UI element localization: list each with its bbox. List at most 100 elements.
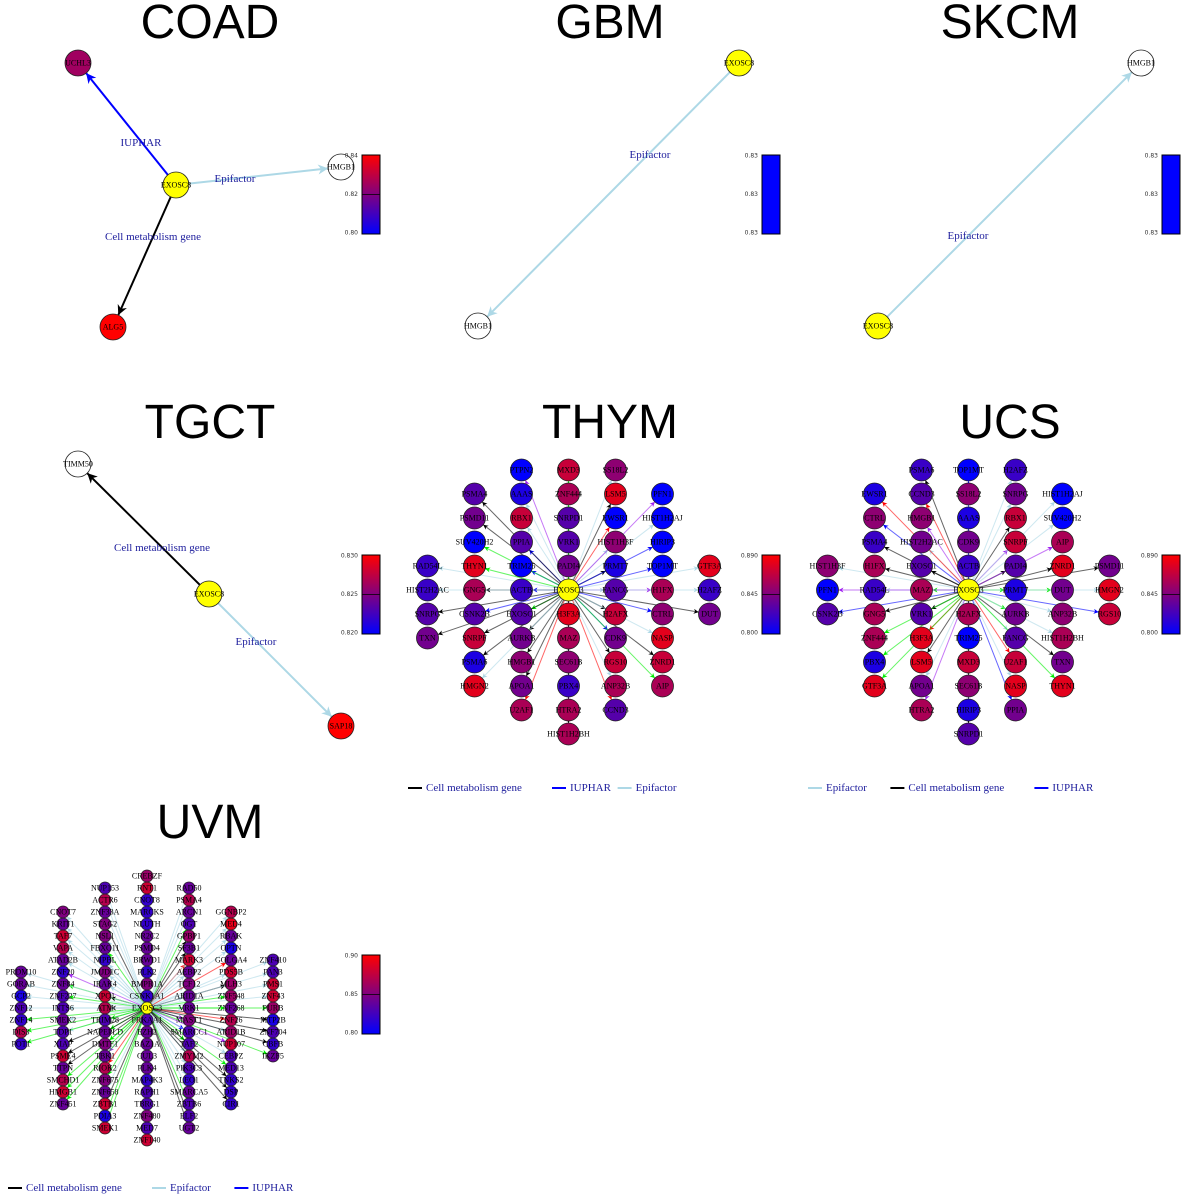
node-znrd1[interactable]: ZNRD1 [650,650,676,674]
node-rad50[interactable]: RAD50 [177,881,202,895]
node-pdia3[interactable]: PDIA3 [94,1109,117,1123]
node-sec61b[interactable]: SEC61B [954,674,983,698]
node-csnk1a1[interactable]: CSNK1A1 [129,989,165,1003]
node-aaas[interactable]: AAAS [957,506,980,530]
node-aurkb[interactable]: AURKB [1001,602,1030,626]
node-taf7[interactable]: TAF7 [54,929,72,943]
node-csnk2b[interactable]: CSNK2B [812,602,843,626]
node-vrk1[interactable]: VRK1 [557,530,580,554]
node-ss18l2[interactable]: SS18L2 [956,482,982,506]
node-ctrl[interactable]: CTRL [651,602,674,626]
node-psmd4[interactable]: PSMD4 [134,941,160,955]
node-hist2h2ac[interactable]: HIST2H2AC [406,578,449,602]
node-znf26[interactable]: ZNF26 [219,1013,243,1027]
node-hist1h2bh[interactable]: HIST1H2BH [547,722,590,746]
node-psmd11[interactable]: PSMD11 [460,506,490,530]
node-gng5[interactable]: GNG5 [463,578,486,602]
node-brwd1[interactable]: BRWD1 [133,953,161,967]
node-tdp1[interactable]: TDP1 [53,1025,73,1039]
node-anp32b[interactable]: ANP32B [601,674,630,698]
node-hmgb1[interactable]: HMGB1 [49,1085,77,1099]
node-suv420h2[interactable]: SUV420H2 [1044,506,1082,530]
node-gtf3a[interactable]: GTF3A [862,674,887,698]
node-trim25[interactable]: TRIM25 [955,626,983,650]
node-h2afx[interactable]: H2AFX [603,602,629,626]
node-hist1h2aj[interactable]: HIST1H2AJ [642,506,683,530]
center-node-exosc8[interactable]: EXOSC8 [724,49,754,77]
node-top1mt[interactable]: TOP1MT [953,458,984,482]
node-nasp[interactable]: NASP [1004,674,1027,698]
node-thyn1[interactable]: THYN1 [1049,674,1076,698]
node-snrpd1[interactable]: SNRPD1 [554,506,584,530]
node-h1fx[interactable]: H1FX [651,578,674,602]
node-snrpg[interactable]: SNRPG [415,602,441,626]
node-alg5[interactable]: ALG5 [99,313,127,341]
node-hmgb1[interactable]: HMGB1 [464,312,492,340]
node-sec61b[interactable]: SEC61B [554,650,583,674]
node-vrk1[interactable]: VRK1 [179,1001,200,1015]
node-pfn1[interactable]: PFN1 [651,482,674,506]
node-xpo1[interactable]: XPO1 [95,989,115,1003]
node-jmjd1c[interactable]: JMJD1C [91,965,119,979]
node-pbx4[interactable]: PBX4 [863,650,886,674]
node-gcp2[interactable]: GCP2 [11,989,31,1003]
node-elf2[interactable]: ELF2 [180,1109,198,1123]
node-timm50[interactable]: TIMM50 [63,450,93,478]
node-aip[interactable]: AIP [1051,530,1074,554]
node-znf410[interactable]: ZNF410 [259,953,287,967]
node-mxd3[interactable]: MXD3 [957,650,980,674]
node-gng5[interactable]: GNG5 [863,602,886,626]
node-hist1h2bh[interactable]: HIST1H2BH [1041,626,1084,650]
center-node-exosc8[interactable]: EXOSC8 [863,312,893,340]
node-psma4[interactable]: PSMA4 [462,482,488,506]
node-snrpg[interactable]: SNRPG [1003,482,1029,506]
node-txn[interactable]: TXN [1051,650,1074,674]
node-hist1h3f[interactable]: HIST1H3F [597,530,634,554]
node-exosc1[interactable]: EXOSC1 [506,602,537,626]
node-ttpn[interactable]: TTPN [53,1061,73,1075]
node-ogt[interactable]: OGT [181,917,198,931]
node-vapa[interactable]: VAPA [53,941,73,955]
node-dsp[interactable]: DSP [224,1085,239,1099]
node-crebzf[interactable]: CREBZF [132,869,163,883]
node-txn[interactable]: TXN [416,626,439,650]
node-nr2c2[interactable]: NR2C2 [135,929,159,943]
node-mast1[interactable]: MAST1 [176,1013,202,1027]
node-znrd1[interactable]: ZNRD1 [1050,554,1076,578]
node-med13[interactable]: MED13 [218,1061,244,1075]
node-trim28[interactable]: TRIM28 [91,1013,119,1027]
node-tcf12[interactable]: TCF12 [178,977,201,991]
node-u2af1[interactable]: U2AF1 [1003,650,1028,674]
node-znf14[interactable]: ZNF14 [9,1013,33,1027]
center-node-exosc3[interactable]: EXOSC3 [953,578,984,602]
node-nsl1[interactable]: NSL1 [95,929,115,943]
node-ewsr1[interactable]: EWSR1 [861,482,888,506]
node-psmd11[interactable]: PSMD11 [1095,554,1125,578]
node-padi4[interactable]: PADI4 [557,554,580,578]
node-rnt1[interactable]: RNT1 [137,881,157,895]
node-taf2[interactable]: TAF2 [180,1037,198,1051]
node-znf658[interactable]: ZNF658 [91,1085,119,1099]
node-h3f3a[interactable]: H3F3A [909,626,934,650]
node-znf20[interactable]: ZNF20 [51,965,75,979]
node-h1fx[interactable]: H1FX [863,554,886,578]
node-smarcc1[interactable]: SMARCC1 [170,1025,208,1039]
node-cnot8[interactable]: CNOT8 [134,893,160,907]
node-nup107[interactable]: NUP107 [217,1037,245,1051]
node-actr6[interactable]: ACTR6 [92,893,118,907]
node-aurkb[interactable]: AURKB [507,626,536,650]
node-snrpf[interactable]: SNRPF [1003,530,1028,554]
node-thyn1[interactable]: THYN1 [461,554,488,578]
node-dmtf1[interactable]: DMTF1 [92,1037,118,1051]
node-nipbl[interactable]: NIPBL [93,953,117,967]
node-riok2[interactable]: RIOK2 [93,1061,117,1075]
node-bmpr1a[interactable]: BMPR1A [131,977,163,991]
node-h2afz[interactable]: H2AFZ [1003,458,1028,482]
node-smek1[interactable]: SMEK1 [92,1121,118,1135]
node-h2afx[interactable]: H2AFX [956,602,982,626]
node-exosc1[interactable]: EXOSC1 [906,554,937,578]
node-zmym2[interactable]: ZMYM2 [175,1049,204,1063]
node-cir1[interactable]: CIR1 [222,1097,240,1111]
node-znf268[interactable]: ZNF268 [217,1001,245,1015]
node-u2af1[interactable]: U2AF1 [509,698,534,722]
